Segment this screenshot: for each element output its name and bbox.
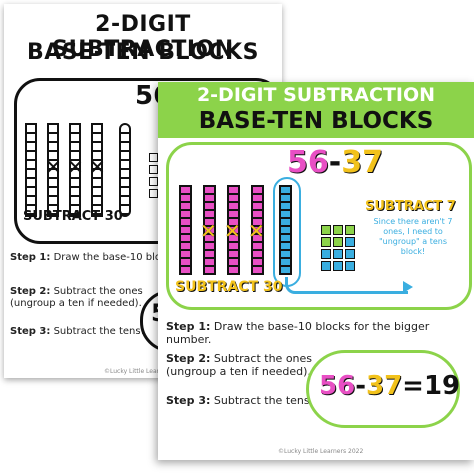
ones-cube [333, 249, 343, 259]
step-label: Step 2: [166, 352, 211, 365]
back-credit: ©Lucky Little Learners [104, 368, 173, 375]
subtract-7-label: SUBTRACT 7 [365, 199, 456, 214]
front-worksheet: 2-DIGIT SUBTRACTION BASE-TEN BLOCKS 56-3… [158, 82, 474, 460]
eq-minus: - [328, 145, 342, 180]
step-text: Subtract the ones [53, 286, 143, 297]
arrow-head-icon [403, 281, 413, 293]
eq-subtrahend: 37 [341, 145, 383, 180]
back-title-line1: 2-DIGIT SUBTRACTION [52, 12, 234, 62]
step-text: Subtract the ones [213, 352, 313, 365]
tens-rod [227, 185, 240, 275]
answer-minus: - [355, 371, 366, 401]
front-step-1: Step 1: Draw the base-10 blocks for the … [166, 320, 474, 346]
back-subtract-30-label: SUBTRACT 30 [23, 209, 123, 224]
ungroup-note: Since there aren't 7 ones, I need to "un… [373, 217, 453, 256]
step-text: Subtract the tens! [213, 394, 315, 407]
ones-cube [149, 165, 158, 174]
front-step-3: Step 3: Subtract the tens! [166, 394, 314, 407]
tens-rod [69, 123, 81, 217]
ones-cube [345, 225, 355, 235]
step-text: Draw the base-10 blocks for the bigger n… [166, 320, 430, 346]
answer-subtrahend: 37 [365, 371, 403, 401]
tens-rod [91, 123, 103, 217]
step-label: Step 1: [166, 320, 211, 333]
front-title-line1: 2-DIGIT SUBTRACTION [196, 84, 436, 106]
front-step-2: Step 2: Subtract the ones (ungroup a ten… [166, 352, 312, 378]
cross-mark: ✕ [89, 155, 106, 179]
step-text: Subtract the tens! [53, 326, 145, 337]
cross-mark: ✕ [45, 155, 62, 179]
tens-rod [47, 123, 59, 217]
ones-cube [321, 261, 331, 271]
tens-rod [251, 185, 264, 275]
ones-cube [345, 237, 355, 247]
tens-rod [25, 123, 37, 217]
subtract-30-label: SUBTRACT 30 [175, 279, 283, 295]
answer-equals: = [402, 371, 424, 401]
step-label: Step 3: [10, 326, 51, 337]
step-text: (ungroup a ten if needed). [10, 298, 142, 309]
step-label: Step 2: [10, 286, 51, 297]
cross-mark: ✕ [67, 155, 84, 179]
front-header-bar [158, 82, 474, 138]
front-equation: 56-37 [287, 145, 383, 180]
answer-cloud: 56-37=19 [306, 350, 460, 428]
back-step-3: Step 3: Subtract the tens! [10, 326, 145, 338]
arrow-line [285, 277, 408, 294]
front-credit: ©Lucky Little Learners 2022 [278, 448, 364, 455]
ones-cube [333, 225, 343, 235]
tens-rod [203, 185, 216, 275]
ones-cube [321, 225, 331, 235]
ones-cube [321, 237, 331, 247]
ones-cube [321, 249, 331, 259]
answer-result: 19 [423, 371, 461, 401]
ones-cube [333, 261, 343, 271]
back-title-line2: BASE-TEN BLOCKS [27, 40, 259, 65]
back-step-1: Step 1: Draw the base-10 blocks for [10, 252, 194, 264]
ones-cube [149, 153, 158, 162]
ungroup-circle [273, 177, 301, 287]
step-label: Step 3: [166, 394, 211, 407]
tens-rod [179, 185, 192, 275]
cross-mark: ✕ [224, 219, 241, 243]
answer-equation: 56-37=19 [319, 371, 460, 401]
step-text: (ungroup a ten if needed). [166, 365, 311, 378]
eq-minuend: 56 [287, 145, 329, 180]
step-label: Step 1: [10, 252, 51, 263]
step-text: Draw the base-10 blocks for [53, 252, 195, 263]
ones-cube [149, 189, 158, 198]
ones-cube [149, 177, 158, 186]
ones-cube [345, 261, 355, 271]
cross-mark: ✕ [248, 219, 265, 243]
cross-mark: ✕ [200, 219, 217, 243]
front-diagram-panel: 56-37 ✕ ✕ ✕ SUBTRACT 7 Since there aren'… [166, 142, 472, 310]
front-title-line2: BASE-TEN BLOCKS [198, 108, 434, 134]
ones-cube [345, 249, 355, 259]
ungrouped-tens-rod [119, 123, 131, 217]
answer-minuend: 56 [319, 371, 356, 401]
ones-cube [333, 237, 343, 247]
back-step-2: Step 2: Subtract the ones (ungroup a ten… [10, 286, 143, 310]
